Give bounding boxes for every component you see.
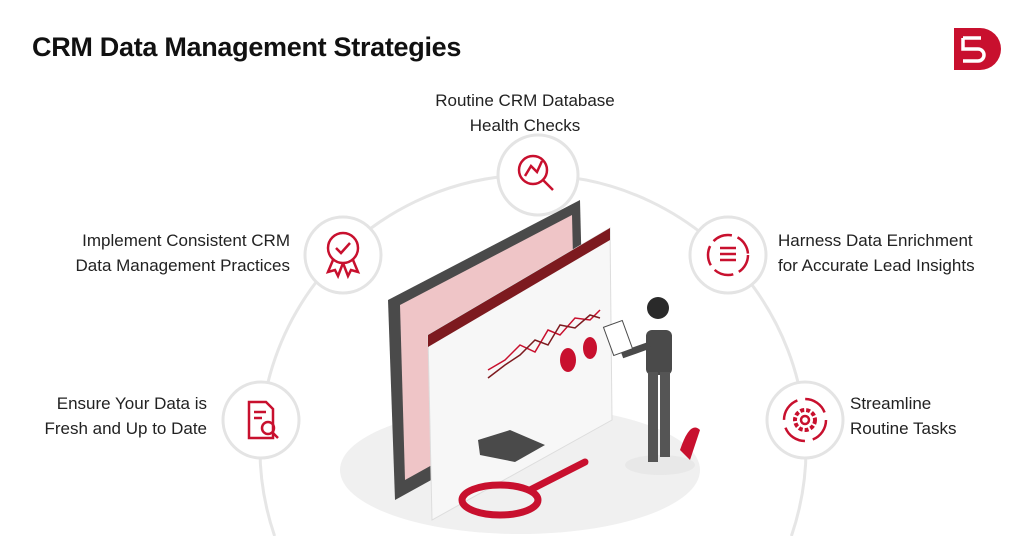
monitor-illustration: [388, 200, 613, 521]
magnifier-illustration: [458, 458, 589, 519]
strategy-line: Health Checks: [469, 116, 581, 135]
award-badge-icon: [325, 231, 361, 280]
icon-circle-data-enrichment: [688, 215, 768, 295]
icon-circle-consistent-practices: [303, 215, 383, 295]
cycle-list-icon: [706, 233, 750, 277]
strategy-line: Routine Tasks: [850, 419, 957, 438]
strategy-streamline: Streamline Routine Tasks: [850, 391, 1020, 441]
person-illustration: [602, 297, 700, 475]
strategy-fresh-data: Ensure Your Data is Fresh and Up to Date: [0, 391, 207, 441]
magnifier-chart-icon: [517, 154, 554, 191]
strategy-line: Harness Data Enrichment: [778, 231, 973, 250]
icon-circle-streamline: [765, 380, 845, 460]
strategy-data-enrichment: Harness Data Enrichment for Accurate Lea…: [778, 228, 1018, 278]
strategy-consistent-practices: Implement Consistent CRM Data Management…: [20, 228, 291, 278]
icon-circle-fresh-data: [221, 380, 301, 460]
strategy-line: Ensure Your Data is: [56, 394, 207, 413]
logo: [954, 28, 1001, 70]
strategy-line: Fresh and Up to Date: [44, 419, 207, 438]
icon-circle-health-checks: [496, 133, 580, 217]
strategy-line: for Accurate Lead Insights: [778, 256, 975, 275]
strategy-line: Data Management Practices: [75, 256, 291, 275]
page-title: CRM Data Management Strategies: [32, 32, 462, 62]
strategy-line: Streamline: [850, 394, 932, 413]
strategy-line: Implement Consistent CRM: [82, 231, 290, 250]
strategy-line: Routine CRM Database: [435, 91, 615, 110]
gear-cycle-icon: [782, 397, 828, 443]
strategy-health-checks: Routine CRM Database Health Checks: [395, 88, 655, 138]
document-search-icon: [247, 400, 279, 440]
